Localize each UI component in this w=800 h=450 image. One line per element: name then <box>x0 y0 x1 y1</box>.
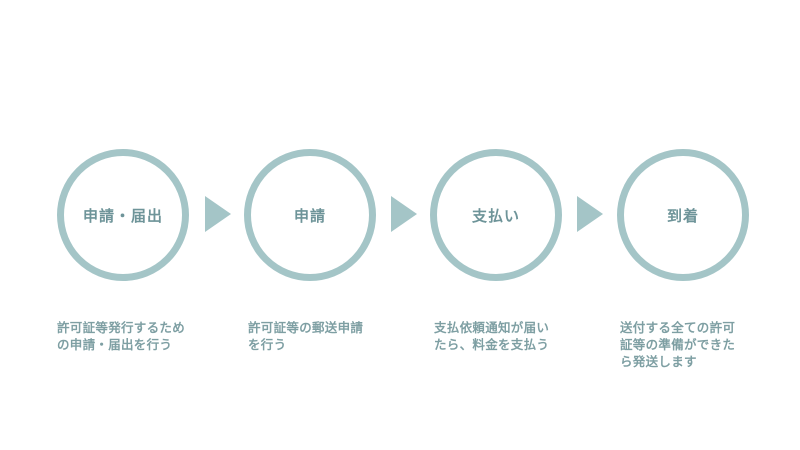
step-4-label: 到着 <box>666 206 699 225</box>
step-2-description: 許可証等の郵送申請 を行う <box>248 319 398 353</box>
step-2-label: 申請 <box>293 206 326 225</box>
step-2-description-line: 許可証等の郵送申請 <box>248 320 364 335</box>
step-1-description-line: の申請・届出を行う <box>57 337 173 352</box>
arrow-right-icon <box>577 196 603 232</box>
step-2-description-line: を行う <box>248 337 287 352</box>
step-1-description: 許可証等発行するため の申請・届出を行う <box>57 319 207 353</box>
step-4-description-line: ら発送します <box>620 354 697 369</box>
arrow-right-icon <box>205 196 231 232</box>
step-3-description-line: 支払依頼通知が届い <box>434 320 550 335</box>
step-3-circle: 支払い <box>430 149 562 281</box>
step-1-label: 申請・届出 <box>82 206 163 225</box>
step-1-description-line: 許可証等発行するため <box>57 320 186 335</box>
step-1-circle: 申請・届出 <box>57 149 189 281</box>
step-4-description: 送付する全ての許可 証等の準備ができた ら発送します <box>620 319 770 370</box>
step-3-label: 支払い <box>471 206 520 225</box>
step-4-description-line: 送付する全ての許可 <box>620 320 736 335</box>
step-4-circle: 到着 <box>617 149 749 281</box>
step-3-description: 支払依頼通知が届い たら、料金を支払う <box>434 319 584 353</box>
arrow-right-icon <box>391 196 417 232</box>
step-2-circle: 申請 <box>244 149 376 281</box>
step-4-description-line: 証等の準備ができた <box>620 337 736 352</box>
step-3-description-line: たら、料金を支払う <box>434 337 550 352</box>
